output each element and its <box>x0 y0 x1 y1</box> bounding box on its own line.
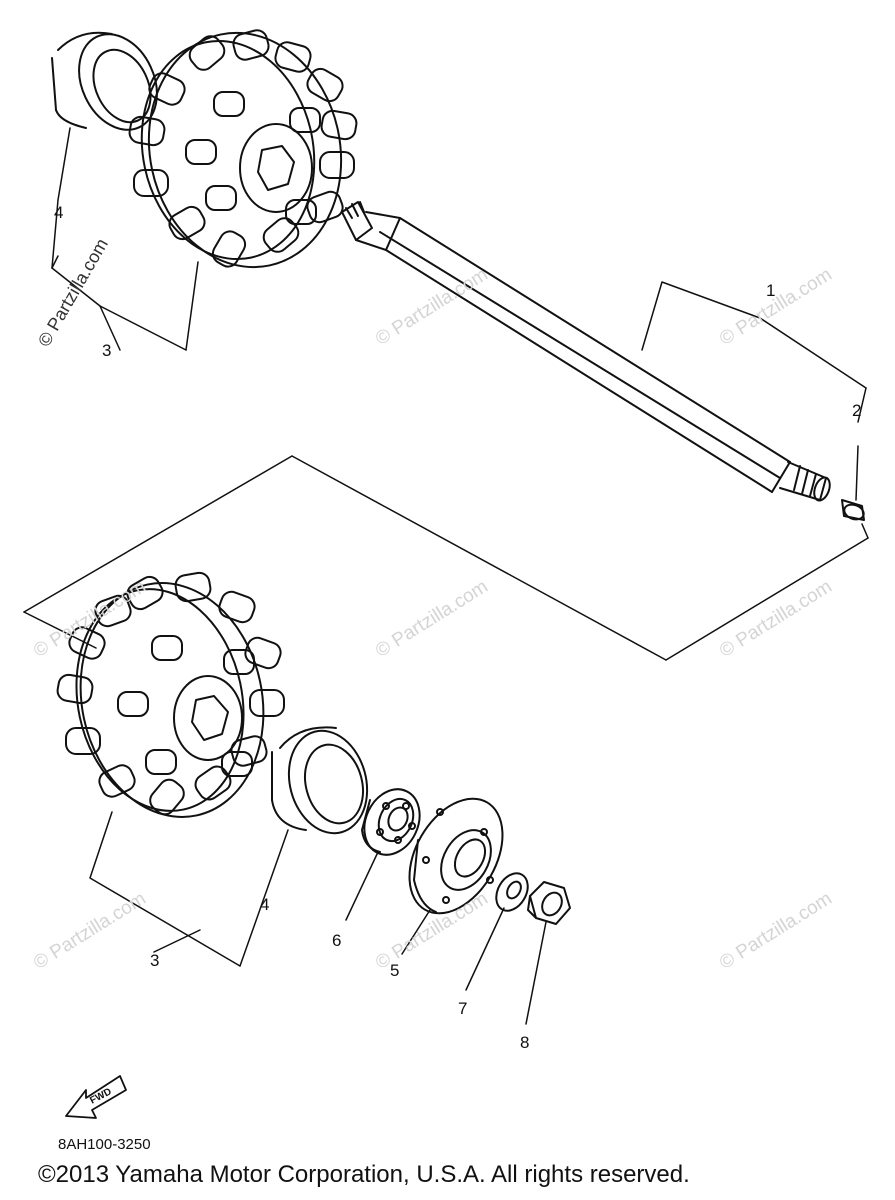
callout-5: 5 <box>390 961 400 980</box>
callout-6: 6 <box>332 931 342 950</box>
callout-1: 1 <box>766 281 776 300</box>
drive-sprocket-bottom <box>56 571 285 818</box>
nut <box>527 881 571 925</box>
spacer-ring-bottom <box>271 726 369 835</box>
copyright-notice: ©2013 Yamaha Motor Corporation, U.S.A. A… <box>38 1161 690 1188</box>
fwd-label: FWD <box>88 1086 113 1106</box>
callout-4-top: 4 <box>54 203 64 222</box>
spacer-ring-top <box>51 31 158 131</box>
bearing-flange <box>408 797 504 915</box>
callout-3-top: 3 <box>102 341 112 360</box>
drive-shaft <box>341 201 831 502</box>
diagram-code: 8AH100-3250 <box>58 1136 151 1153</box>
leader-lines <box>23 127 869 1025</box>
pin <box>841 499 865 521</box>
fwd-arrow-icon: FWD <box>65 1075 127 1119</box>
callout-8: 8 <box>520 1033 530 1052</box>
washer <box>495 872 529 912</box>
bearing <box>361 788 421 856</box>
callout-7: 7 <box>458 999 468 1018</box>
callout-2: 2 <box>852 401 862 420</box>
drive-sprocket-top <box>128 29 358 269</box>
callout-3-bottom: 3 <box>150 951 160 970</box>
callout-4-bottom: 4 <box>260 895 270 914</box>
